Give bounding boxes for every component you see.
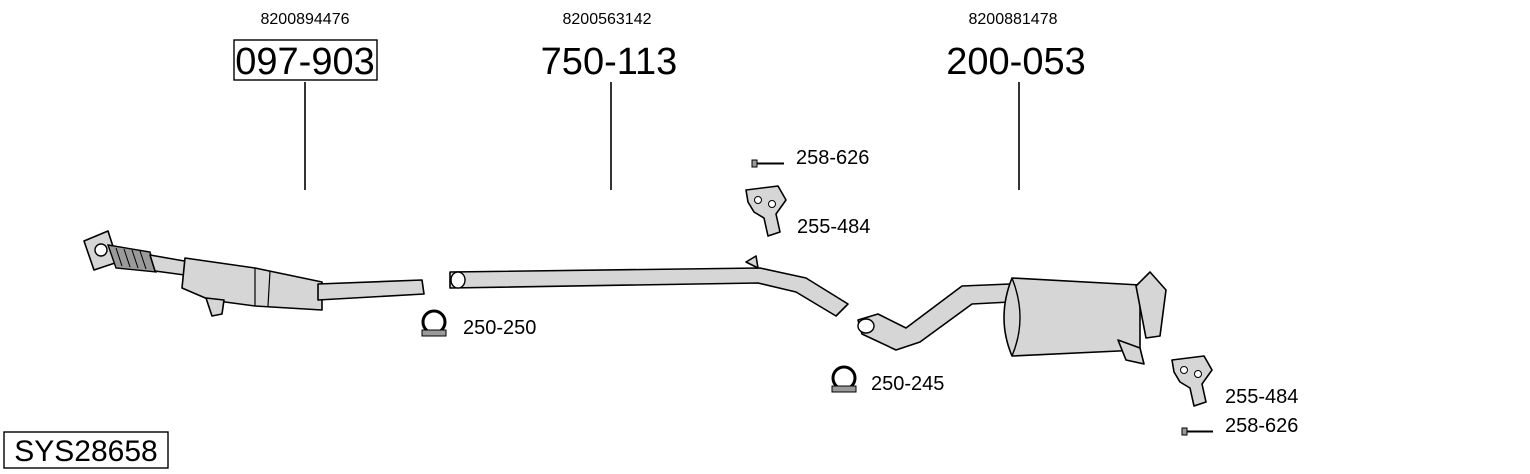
part-3-code: 200-053 (946, 41, 1085, 83)
accessory-1-label: 258-626 (796, 147, 869, 169)
rubber-hanger-icon (1171, 355, 1213, 407)
pipe-clamp-icon (421, 309, 447, 337)
accessory-6-label: 258-626 (1225, 415, 1298, 437)
pipe-clamp-icon (831, 365, 857, 393)
bolt-icon (1181, 427, 1213, 436)
accessory-5-label: 255-484 (1225, 386, 1298, 408)
middle-pipe-drawing (449, 255, 849, 317)
part-2-oe-number: 8200563142 (563, 11, 652, 28)
catalytic-converter-drawing (83, 230, 425, 317)
part-2-code: 750-113 (541, 41, 678, 83)
part-1-oe-number: 8200894476 (261, 11, 350, 28)
rear-silencer-drawing (857, 271, 1167, 365)
accessory-4-label: 250-245 (871, 373, 944, 395)
rubber-hanger-icon (745, 185, 787, 237)
part-1-code: 097-903 (235, 41, 374, 83)
part-1-code-box (233, 39, 378, 81)
system-code-box (3, 431, 169, 469)
accessory-3-label: 250-250 (463, 317, 536, 339)
part-3-oe-number: 8200881478 (969, 11, 1058, 28)
accessory-2-label: 255-484 (797, 216, 870, 238)
system-code: SYS28658 (14, 435, 157, 468)
bolt-icon (751, 159, 784, 168)
